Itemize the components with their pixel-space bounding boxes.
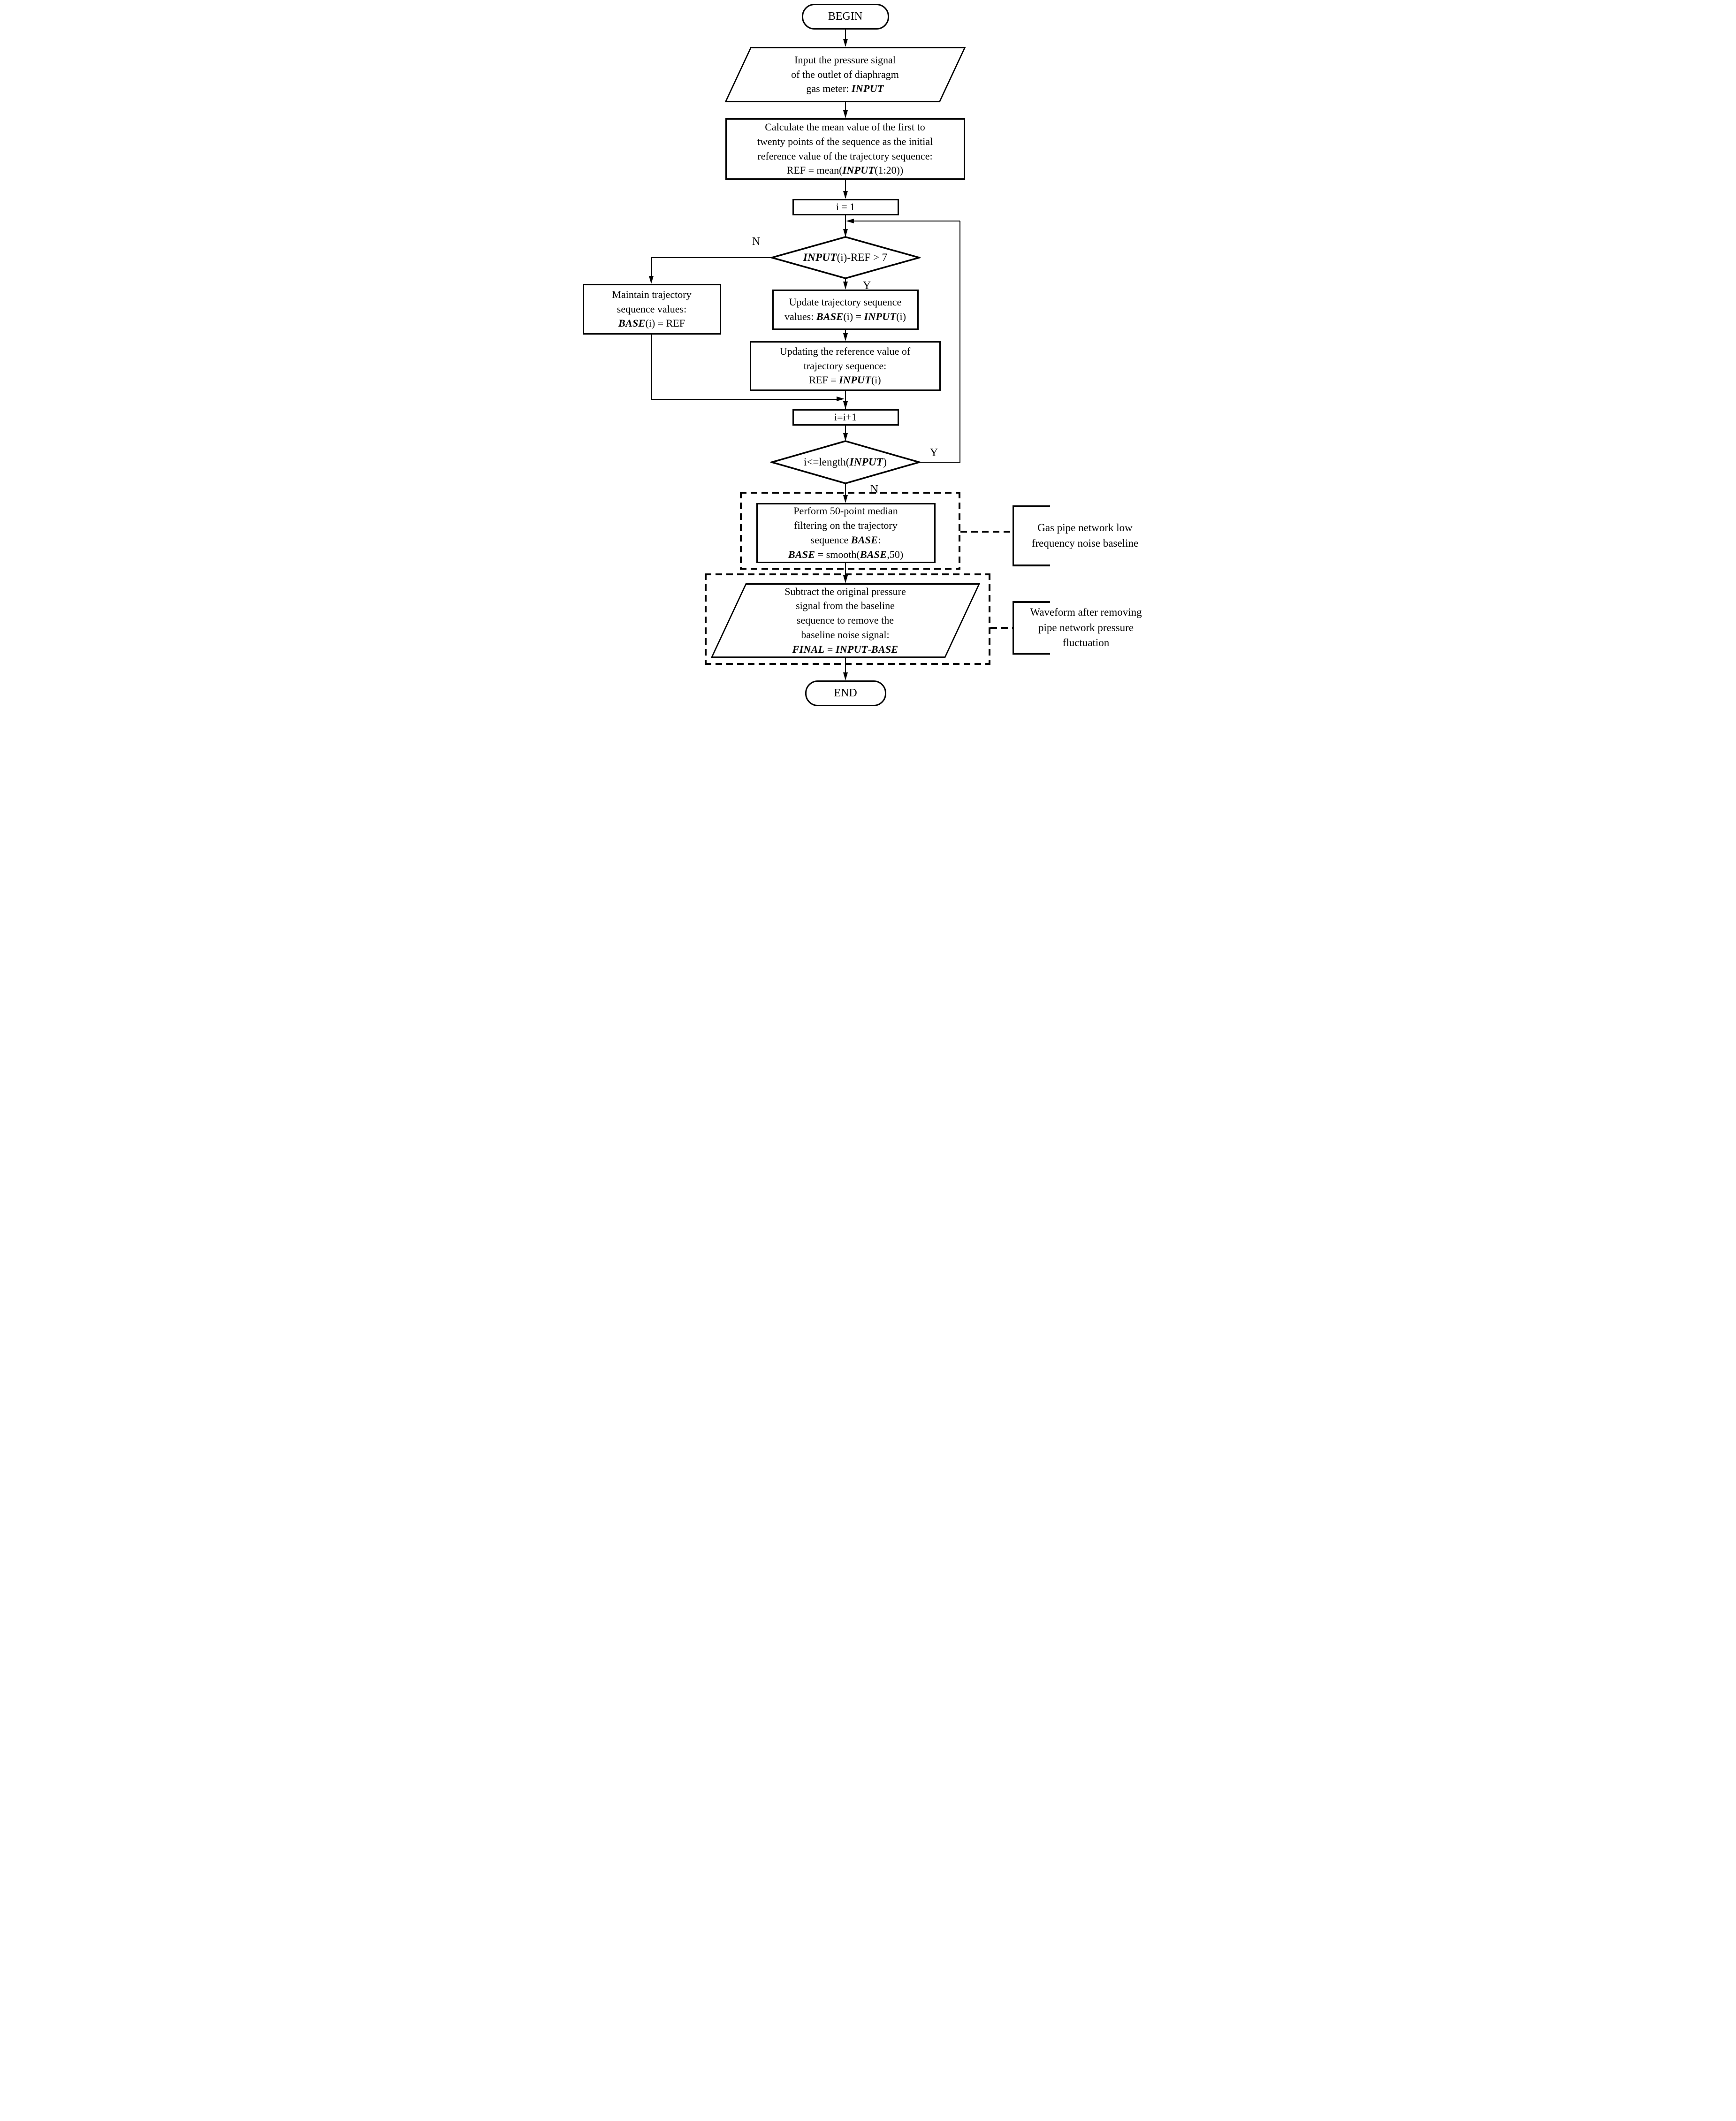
node-update: [772, 290, 919, 330]
connector-line: [845, 180, 846, 192]
node-end-label: END: [834, 687, 857, 699]
node-update-ref-line: Updating the reference value of: [779, 345, 911, 357]
arrow-down-icon: [843, 495, 848, 503]
annotation-waveform-line: Waveform after removing: [1030, 606, 1142, 618]
dashed-group-baseline-border: [739, 568, 960, 570]
arrow-left-icon: [845, 219, 854, 223]
node-calc-mean-line: twenty points of the sequence as the ini…: [757, 135, 933, 147]
connector-line: [845, 330, 846, 335]
annotation-bracket: [1012, 505, 1050, 566]
connector-line: [845, 483, 846, 496]
node-increment: [792, 409, 899, 426]
node-update-ref: [749, 341, 941, 391]
decision-loop-label: i<=length(INPUT): [804, 456, 887, 468]
dashed-group-waveform-border: [988, 573, 990, 665]
node-input-line: Input the pressure signal: [794, 53, 896, 66]
connector-line: [845, 215, 846, 237]
node-update-ref-line: trajectory sequence:: [803, 359, 887, 372]
arrow-down-icon: [843, 401, 848, 409]
decision-loop-shape: [770, 440, 921, 484]
connector-line: [845, 30, 846, 40]
node-calc-mean-line: REF = mean(INPUT(1:20)): [786, 164, 904, 176]
branch-no-line: [651, 399, 838, 400]
node-init-i-label: i = 1: [836, 201, 855, 213]
branch-label-no: N: [752, 236, 761, 248]
arrow-down-icon: [843, 191, 848, 199]
arrow-down-icon: [843, 110, 848, 118]
connector-line: [845, 426, 846, 435]
annotation-waveform-line: pipe network pressure: [1038, 621, 1134, 633]
dashed-group-baseline-border: [739, 492, 960, 494]
node-subtract-line: signal from the baseline: [796, 600, 895, 612]
node-maintain-line: sequence values:: [617, 303, 687, 315]
arrow-right-icon: [836, 397, 845, 401]
arrow-down-icon: [843, 282, 848, 290]
node-maintain-line: BASE(i) = REF: [618, 317, 685, 329]
annotation-bracket: [1012, 601, 1050, 655]
node-calc-mean-line: reference value of the trajectory sequen…: [757, 150, 933, 162]
annotation-baseline-line: frequency noise baseline: [1031, 537, 1139, 549]
node-subtract-line: FINAL = INPUT-BASE: [792, 643, 898, 655]
arrow-down-icon: [648, 276, 654, 284]
branch-label-no: N: [870, 483, 879, 496]
arrow-down-icon: [843, 39, 848, 47]
annotation-waveform-line: fluctuation: [1062, 637, 1110, 649]
node-subtract-line: baseline noise signal:: [801, 628, 890, 641]
arrow-down-icon: [843, 229, 848, 237]
node-median-filter: [756, 503, 936, 563]
dashed-group-waveform-border: [704, 573, 990, 575]
connector-line: [845, 102, 846, 112]
decision-threshold-shape: [770, 236, 921, 279]
annotation-connector: [960, 531, 1013, 533]
node-init-i: [792, 199, 899, 215]
node-median-line: sequence BASE:: [810, 534, 881, 546]
node-begin: [801, 4, 889, 30]
branch-no-line: [651, 257, 772, 258]
connector-line: [845, 563, 846, 577]
diamond-outline: [770, 236, 921, 279]
arrow-down-icon: [843, 575, 848, 583]
branch-label-yes: Y: [862, 280, 871, 292]
arrow-down-icon: [843, 672, 848, 680]
node-update-line: values: BASE(i) = INPUT(i): [784, 311, 906, 322]
annotation-connector: [990, 627, 1013, 629]
branch-no-line: [651, 335, 652, 400]
connector-line: [845, 278, 846, 283]
node-maintain: [582, 284, 721, 335]
branch-label-yes: Y: [929, 447, 938, 459]
loop-back-line: [959, 221, 960, 463]
node-begin-label: BEGIN: [828, 10, 863, 23]
dashed-group-waveform-border: [704, 663, 990, 665]
node-maintain-line: Maintain trajectory: [612, 288, 692, 300]
node-subtract-line: sequence to remove the: [796, 614, 894, 626]
arrow-down-icon: [843, 333, 848, 341]
node-median-line: filtering on the trajectory: [794, 519, 898, 532]
node-subtract-line: Subtract the original pressure: [784, 585, 906, 597]
node-update-line: Update trajectory sequence: [789, 296, 902, 308]
annotation-baseline-line: Gas pipe network low: [1037, 522, 1133, 534]
connector-line: [845, 658, 846, 674]
node-input-line: gas meter: INPUT: [806, 83, 884, 95]
node-median-line: BASE = smooth(BASE,50): [788, 548, 904, 560]
diamond-outline: [770, 440, 921, 484]
node-input-line: of the outlet of diaphragm: [791, 68, 899, 80]
dashed-group-baseline-border: [739, 492, 742, 570]
node-median-line: Perform 50-point median: [793, 505, 898, 517]
node-increment-label: i=i+1: [834, 411, 857, 423]
dashed-group-baseline-border: [958, 492, 960, 570]
branch-no-line: [651, 257, 652, 276]
flowchart-canvas: BEGIN Input the pressure signal of the o…: [579, 0, 1157, 707]
decision-threshold-label: INPUT(i)-REF > 7: [803, 251, 888, 263]
arrow-down-icon: [843, 433, 848, 441]
node-end: [805, 680, 886, 706]
loop-back-line: [919, 462, 960, 463]
dashed-group-waveform-border: [704, 573, 707, 665]
node-calc-mean: [725, 118, 965, 180]
connector-line: [845, 391, 846, 409]
node-update-ref-line: REF = INPUT(i): [809, 374, 881, 386]
node-calc-mean-line: Calculate the mean value of the first to: [765, 121, 925, 133]
